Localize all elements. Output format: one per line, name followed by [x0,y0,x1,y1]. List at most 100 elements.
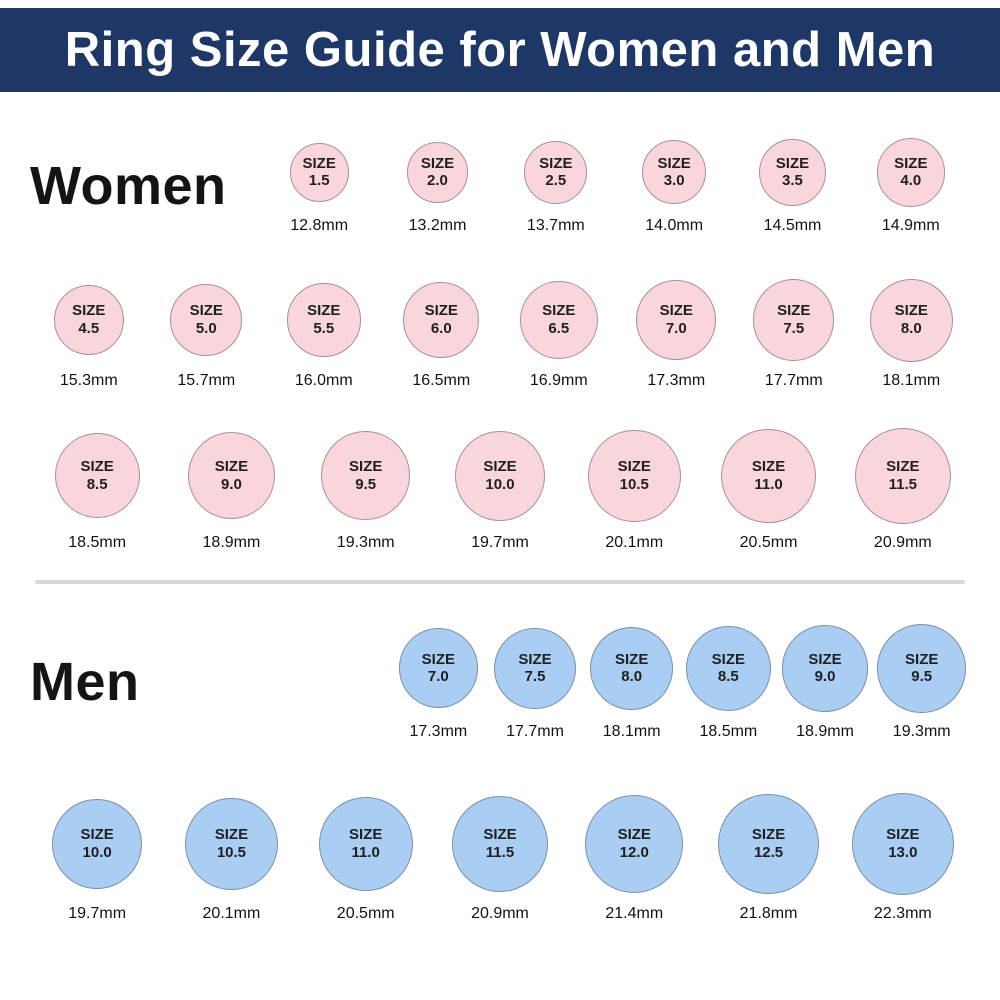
size-value-label: 10.0 [485,475,515,493]
size-value-label: 8.0 [900,320,922,338]
size-prefix-label: SIZE [542,302,576,320]
size-value-label: 8.5 [717,668,739,686]
size-value-label: 10.0 [82,843,112,861]
size-prefix-label: SIZE [214,458,249,476]
size-prefix-label: SIZE [424,302,458,320]
page-title: Ring Size Guide for Women and Men [64,23,936,77]
diameter-label: 19.7mm [471,533,529,551]
size-prefix-label: SIZE [777,302,811,320]
diameter-label: 16.9mm [529,371,588,389]
size-value-label: 2.0 [427,172,448,190]
size-prefix-label: SIZE [711,650,746,668]
size-prefix-label: SIZE [72,302,106,320]
size-prefix-label: SIZE [483,458,517,476]
diameter-label: 12.8mm [290,216,349,234]
diameter-label: 20.9mm [873,533,932,551]
size-value-label: 4.5 [78,320,100,338]
size-value-label: 12.0 [619,843,649,861]
diameter-label: 18.9mm [202,533,261,551]
diameter-label: 18.1mm [882,371,941,389]
size-prefix-label: SIZE [886,458,920,476]
diameter-label: 14.9mm [881,216,940,234]
size-prefix-label: SIZE [421,650,455,668]
size-value-label: 3.0 [663,172,685,190]
diameter-label: 20.1mm [605,533,664,551]
diameter-label: 14.5mm [763,216,822,234]
diameter-label: 17.7mm [764,371,823,389]
size-prefix-label: SIZE [894,154,928,172]
size-value-label: 11.5 [485,843,515,861]
size-value-label: 9.0 [220,475,242,493]
size-value-label: 11.0 [351,843,380,861]
men-section-label: Men [30,652,140,713]
size-value-label: 9.5 [911,668,933,686]
size-prefix-label: SIZE [657,154,691,172]
size-value-label: 5.0 [195,320,217,338]
size-value-label: 5.5 [313,320,335,338]
size-value-label: 7.0 [665,320,687,338]
size-prefix-label: SIZE [80,458,114,476]
size-prefix-label: SIZE [214,826,249,844]
section-divider [35,579,965,584]
diameter-label: 19.7mm [68,905,127,923]
size-value-label: 8.0 [621,668,643,686]
diameter-label: 14.0mm [645,216,704,234]
size-value-label: 7.5 [783,320,805,338]
size-value-label: 7.0 [427,668,449,686]
size-prefix-label: SIZE [539,154,573,172]
size-prefix-label: SIZE [775,154,810,172]
size-prefix-label: SIZE [617,826,651,844]
size-prefix-label: SIZE [518,650,552,668]
diameter-label: 13.2mm [408,216,467,234]
size-value-label: 1.5 [308,172,330,190]
size-value-label: 7.5 [524,668,546,686]
